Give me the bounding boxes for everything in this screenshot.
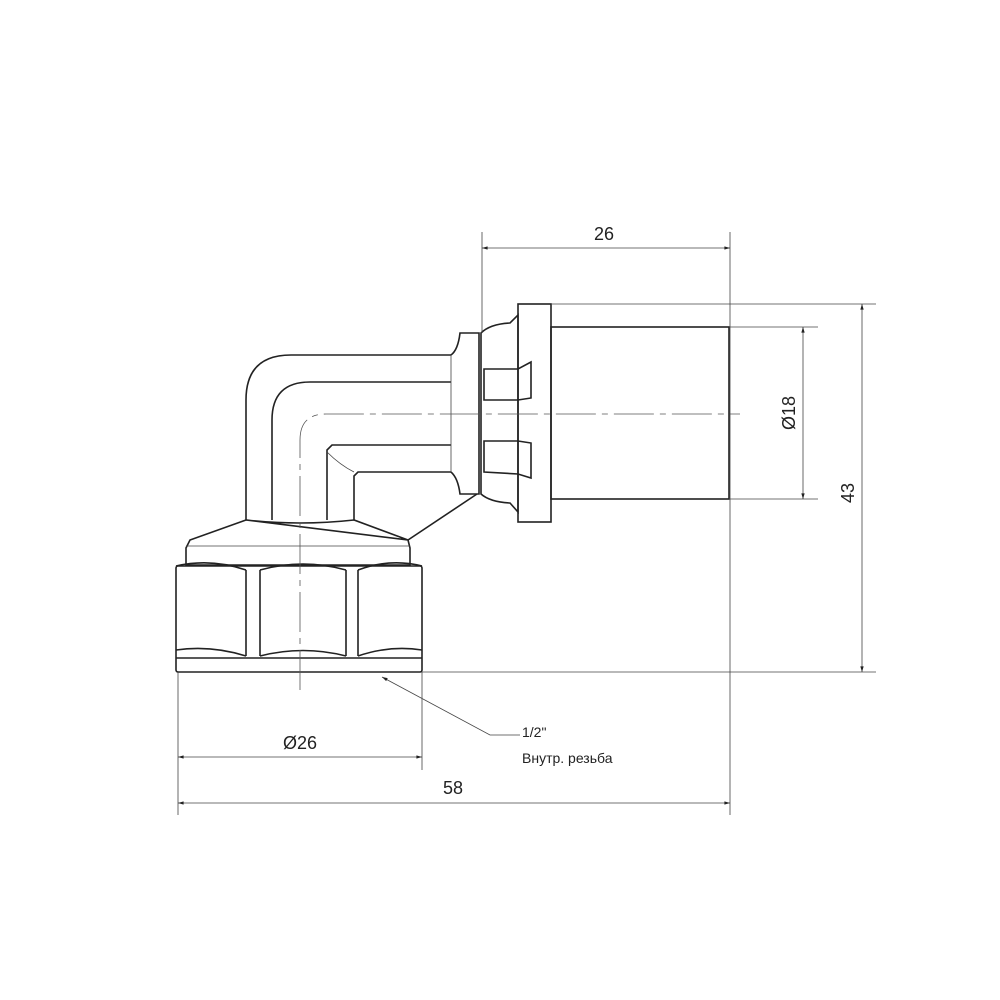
thread-callout: 1/2" Внутр. резьба xyxy=(381,676,613,766)
elbow-inner-corner xyxy=(326,444,451,520)
dimension-58: 58 xyxy=(178,778,730,805)
dimension-26-top: 26 xyxy=(481,224,730,250)
elbow-inner-bore xyxy=(271,381,451,520)
dim-label-d18: Ø18 xyxy=(779,396,799,430)
nut-collar xyxy=(185,493,478,566)
dimension-43: 43 xyxy=(838,303,864,672)
clip-top xyxy=(483,360,532,401)
dim-label-43: 43 xyxy=(838,483,858,503)
dim-label-58: 58 xyxy=(443,778,463,798)
ring-2 xyxy=(480,313,519,515)
clip-bottom xyxy=(483,440,532,480)
elbow-lower-block xyxy=(353,471,451,520)
dimension-d18: Ø18 xyxy=(779,326,805,500)
hex-nut xyxy=(175,562,423,673)
fitting-body xyxy=(175,303,740,690)
press-sleeve xyxy=(550,326,730,500)
elbow-outer xyxy=(245,354,451,520)
ring-1 xyxy=(450,332,480,495)
thread-size-label: 1/2" xyxy=(522,724,546,740)
press-flange xyxy=(517,303,552,523)
thread-type-label: Внутр. резьба xyxy=(522,750,613,766)
dim-label-d26: Ø26 xyxy=(283,733,317,753)
dimension-d26: Ø26 xyxy=(178,733,423,759)
extension-lines xyxy=(177,232,876,815)
dim-label-26: 26 xyxy=(594,224,614,244)
